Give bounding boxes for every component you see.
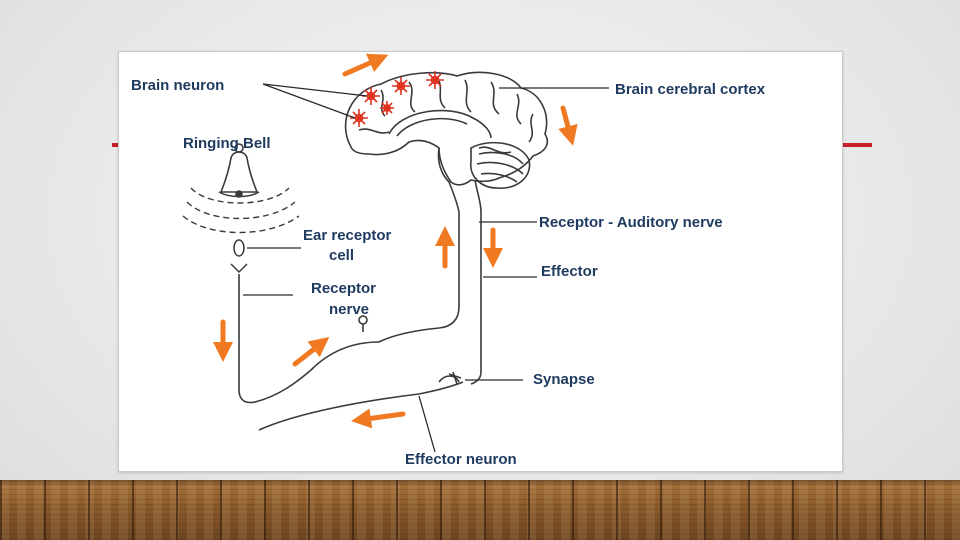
arrow-icon [359, 414, 403, 420]
brain-neurons [350, 71, 444, 127]
accent-rule-right [840, 143, 872, 147]
neuron-star-icon [392, 77, 410, 95]
signal-arrows [223, 58, 571, 420]
label-effector: Effector [541, 263, 598, 280]
neuron-star-icon [380, 101, 394, 115]
reflex-arc-diagram: Brain neuron Brain cerebral cortex Ringi… [119, 52, 842, 471]
neuron-star-icon [350, 109, 368, 127]
label-effector-neuron: Effector neuron [405, 451, 517, 468]
ear-receptor-cell [231, 240, 247, 272]
floor-shadow [0, 480, 960, 486]
nerve-pathway [239, 274, 463, 430]
label-brain-neuron: Brain neuron [131, 77, 224, 94]
label-ear-receptor-line1: Ear receptor [303, 227, 392, 244]
arrow-icon [563, 108, 571, 138]
arrow-icon [295, 342, 323, 364]
label-synapse: Synapse [533, 371, 595, 388]
label-receptor-auditory-nerve: Receptor - Auditory nerve [539, 214, 723, 231]
wood-floor [0, 480, 960, 540]
label-brain-cerebral-cortex: Brain cerebral cortex [615, 81, 766, 98]
label-receptor-nerve-line2: nerve [329, 301, 369, 318]
label-ear-receptor-line2: cell [329, 247, 354, 264]
diagram-panel: Brain neuron Brain cerebral cortex Ringi… [118, 51, 843, 472]
arrow-icon [345, 58, 381, 74]
label-ringing-bell: Ringing Bell [183, 135, 271, 152]
label-receptor-nerve-line1: Receptor [311, 280, 376, 297]
